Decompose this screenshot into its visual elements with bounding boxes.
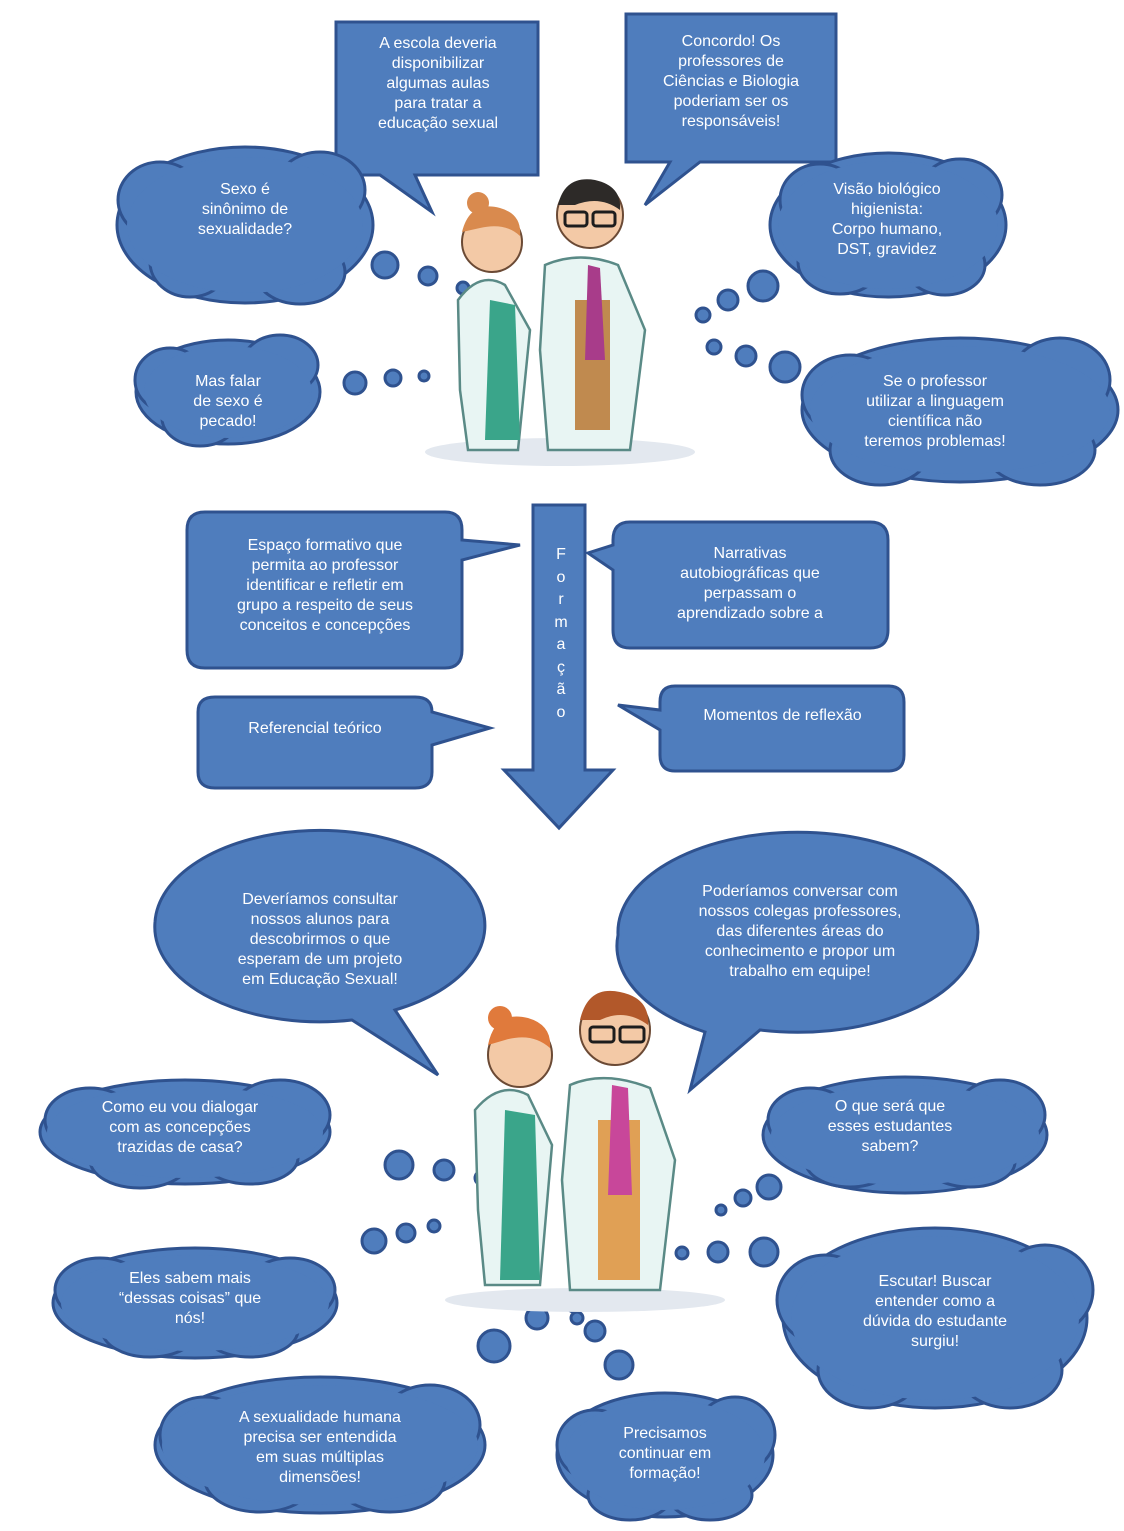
thought-cloud-top-right-1 bbox=[768, 151, 1008, 299]
thought-cloud-top-left-1 bbox=[115, 145, 375, 306]
thought-dot bbox=[674, 1245, 690, 1261]
callout-right-1 bbox=[584, 520, 890, 650]
speech-text-science-teachers: Concordo! Os professores de Ciências e B… bbox=[662, 33, 800, 130]
thought-dot bbox=[432, 1158, 456, 1182]
thought-dot bbox=[733, 1188, 753, 1208]
speech-text-consult-students: Deveríamos consultar nossos alunos para … bbox=[237, 891, 403, 988]
speech-oval-bottom-left bbox=[153, 828, 487, 1077]
thought-dot bbox=[426, 1218, 442, 1234]
thought-dot bbox=[569, 1310, 585, 1326]
thought-dot bbox=[417, 369, 431, 383]
teachers-illustration-top bbox=[425, 179, 695, 466]
speech-text-school-classes: A escola deveria disponibilizar algumas … bbox=[377, 35, 499, 132]
thought-dot bbox=[746, 269, 780, 303]
callout-left-1 bbox=[185, 510, 521, 670]
thought-cloud-top-right-2 bbox=[800, 336, 1120, 487]
thought-cloud-top-left-2 bbox=[133, 333, 322, 448]
formacao-letter: o bbox=[556, 703, 566, 721]
thought-text-multiple-dimensions: A sexualidade humana precisa ser entendi… bbox=[239, 1409, 401, 1486]
thought-cloud-bottom-right-2 bbox=[775, 1226, 1095, 1410]
thought-text-sex-sexuality: Sexo é sinônimo de sexualidade? bbox=[197, 181, 293, 238]
callout-text-reflection: Momentos de reflexão bbox=[703, 707, 862, 724]
thought-cloud-bottom-left-2 bbox=[51, 1246, 339, 1360]
thought-dot bbox=[417, 265, 439, 287]
formacao-letter: F bbox=[556, 546, 566, 563]
formacao-letter: m bbox=[554, 613, 568, 631]
speech-oval-bottom-right bbox=[615, 830, 980, 1095]
thought-dot bbox=[360, 1227, 388, 1255]
thought-dot bbox=[755, 1173, 783, 1201]
thought-text-what-students-know: O que será que esses estudantes sabem? bbox=[827, 1098, 953, 1155]
speech-bubble-top-right bbox=[624, 12, 838, 207]
thought-dot bbox=[705, 338, 723, 356]
formacao-letter: ç bbox=[557, 658, 565, 676]
thought-dot bbox=[706, 1240, 730, 1264]
thought-dot bbox=[370, 250, 400, 280]
thought-text-continue-training: Precisamos continuar em formação! bbox=[618, 1425, 712, 1482]
formacao-letter: r bbox=[558, 591, 564, 608]
thought-dot bbox=[395, 1222, 417, 1244]
teachers-illustration-bottom bbox=[445, 990, 725, 1312]
thought-dot bbox=[383, 368, 403, 388]
formacao-letter: ã bbox=[556, 681, 566, 698]
thought-cloud-bottom-right-1 bbox=[761, 1075, 1049, 1195]
callout-right-2 bbox=[617, 684, 906, 773]
thought-dot bbox=[342, 370, 368, 396]
thought-dot bbox=[603, 1349, 635, 1381]
thought-text-they-know-more: Eles sabem mais “dessas coisas” que nós! bbox=[118, 1270, 262, 1327]
formacao-label: F o r m a ç ã o bbox=[551, 544, 571, 724]
thought-text-sin: Mas falar de sexo é pecado! bbox=[193, 373, 263, 430]
thought-dot bbox=[734, 344, 758, 368]
formacao-letter: a bbox=[556, 636, 566, 653]
callout-left-2 bbox=[196, 695, 496, 790]
thought-dot bbox=[694, 306, 712, 324]
thought-dot bbox=[583, 1319, 607, 1343]
thought-cloud-bottom-right-3 bbox=[555, 1391, 777, 1522]
formacao-letter: o bbox=[556, 568, 566, 586]
thought-dot bbox=[476, 1328, 512, 1364]
thought-dot bbox=[383, 1149, 415, 1181]
formacao-arrow bbox=[500, 503, 617, 831]
thought-text-dialogue: Como eu vou dialogar com as concepções t… bbox=[101, 1099, 259, 1156]
thought-dot bbox=[748, 1236, 780, 1268]
thought-dot bbox=[716, 288, 740, 312]
thought-dot bbox=[768, 350, 802, 384]
callout-text-formative-space: Espaço formativo que permita ao professo… bbox=[236, 537, 414, 634]
thought-text-listen: Escutar! Buscar entender como a dúvida d… bbox=[862, 1273, 1008, 1350]
thought-dot bbox=[714, 1203, 728, 1217]
thought-cloud-bottom-left-3 bbox=[153, 1375, 487, 1515]
thought-cloud-bottom-left-1 bbox=[38, 1078, 332, 1190]
callout-text-narratives: Narrativas autobiográficas que perpassam… bbox=[677, 545, 823, 622]
thought-text-scientific-language: Se o professor utilizar a linguagem cien… bbox=[864, 373, 1006, 450]
thought-text-biological-view: Visão biológico higienista: Corpo humano… bbox=[831, 181, 943, 258]
speech-text-talk-colleagues: Poderíamos conversar com nossos colegas … bbox=[698, 883, 902, 980]
callout-text-theory: Referencial teórico bbox=[248, 720, 382, 737]
